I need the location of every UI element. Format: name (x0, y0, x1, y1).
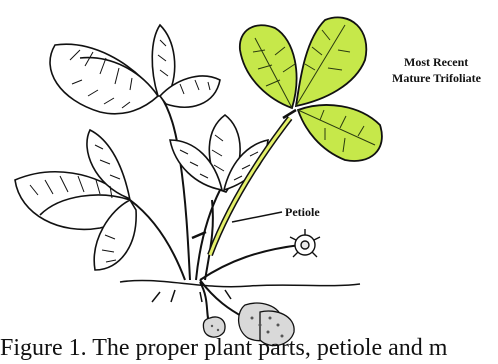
petiole-leader-line (232, 212, 282, 222)
label-most-recent-line2: Mature Trifoliate (392, 71, 482, 85)
left-upper-trifoliate (50, 25, 220, 114)
flower (290, 229, 320, 257)
label-most-recent: Most Recent Mature Trifoliate (392, 55, 482, 85)
label-petiole: Petiole (285, 205, 320, 219)
figure-caption: Figure 1. The proper plant parts, petiol… (0, 333, 498, 364)
center-trifoliate (170, 115, 268, 192)
ground (120, 280, 360, 302)
most-recent-mature-trifoliate (240, 17, 382, 161)
left-lower-trifoliate (15, 130, 136, 270)
label-most-recent-line1: Most Recent (404, 55, 468, 69)
